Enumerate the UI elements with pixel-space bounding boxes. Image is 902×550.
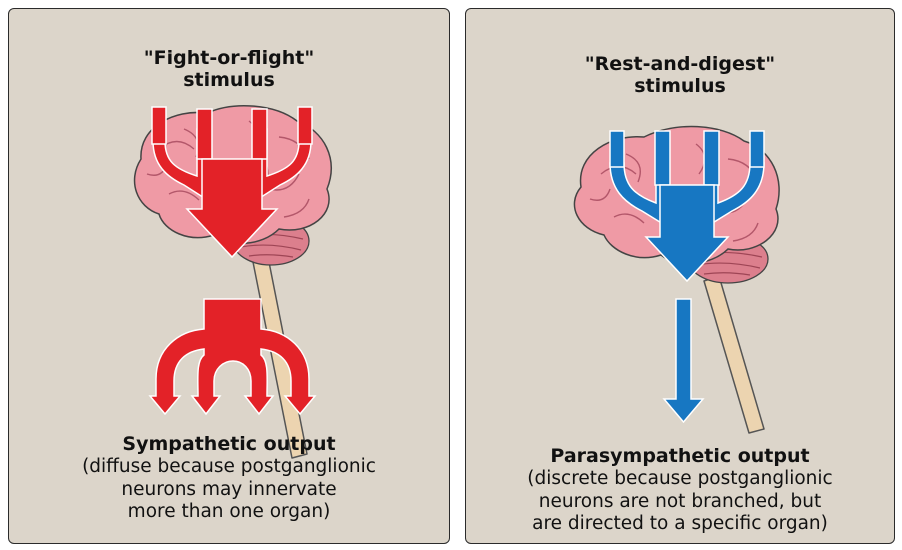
sympathetic-output-arrow (148, 298, 317, 416)
sympathetic-diagram (133, 104, 332, 459)
parasympathetic-desc-line: (discrete because postganglionic (527, 468, 833, 489)
sympathetic-output-title: Sympathetic output (122, 433, 336, 455)
parasympathetic-output-arrow (662, 298, 705, 424)
parasympathetic-panel: "Rest-and-digest" stimulus Parasympathet… (465, 8, 895, 544)
parasympathetic-output-title: Parasympathetic output (550, 445, 810, 467)
sympathetic-input-arrow (151, 106, 313, 259)
spinal-cord-icon (703, 275, 765, 434)
parasympathetic-input-arrow (609, 130, 765, 283)
parasympathetic-output-text: Parasympathetic output (discrete because… (466, 444, 894, 536)
parasympathetic-desc-line: neurons are not branched, but (538, 490, 822, 512)
sympathetic-panel: "Fight-or-flight" stimulus Sympathetic (8, 8, 450, 544)
sympathetic-desc-line: (diffuse because postganglionic (82, 456, 376, 477)
parasympathetic-stimulus-label: "Rest-and-digest" stimulus (584, 53, 776, 97)
sympathetic-desc-line: more than one organ) (127, 501, 331, 522)
sympathetic-output-text: Sympathetic output (diffuse because post… (9, 432, 449, 524)
parasympathetic-desc-line: are directed to a specific organ) (532, 513, 828, 534)
sympathetic-desc-line: neurons may innervate (121, 478, 337, 500)
parasympathetic-diagram (573, 125, 780, 434)
sympathetic-stimulus-label: "Fight-or-flight" stimulus (143, 47, 315, 91)
